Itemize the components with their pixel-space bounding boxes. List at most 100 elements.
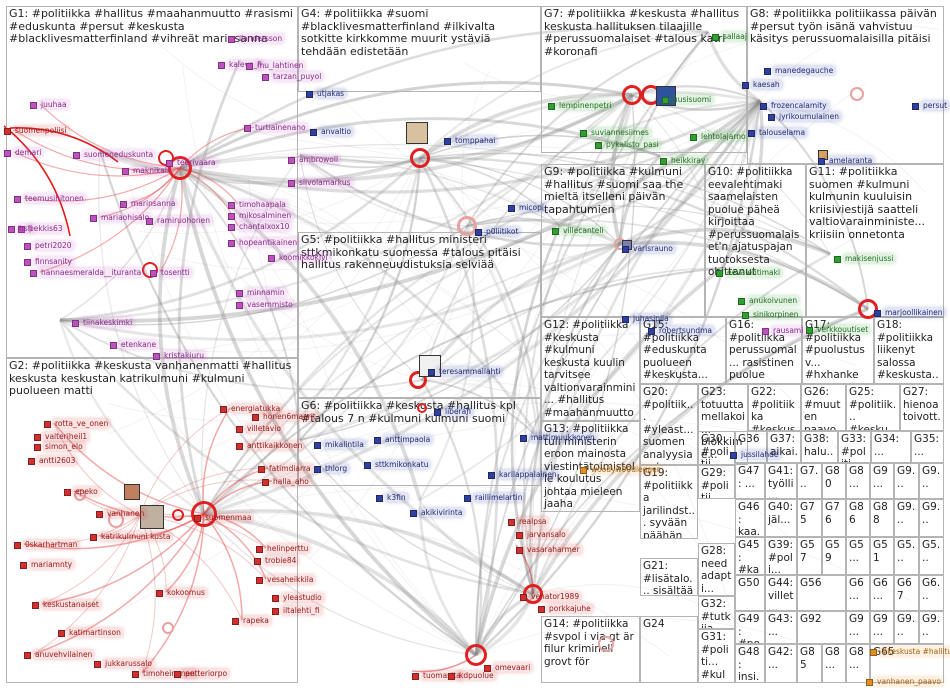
node-porkkajuhe[interactable]: porkkajuhe — [538, 604, 593, 613]
node-timohaapala[interactable]: timohaapala — [228, 200, 288, 209]
node-kaleva-fi[interactable]: kaleva_fi — [218, 60, 265, 69]
node-kdpuolue[interactable]: kdpuolue — [448, 671, 496, 680]
node-jyrikoumulainen[interactable]: jyrikoumulainen — [768, 112, 842, 121]
node-jussilahde[interactable]: jussilahde — [730, 450, 781, 459]
node-kaesah[interactable]: kaesah — [742, 80, 782, 89]
node-suomenmaa[interactable]: suomenmaa — [194, 513, 254, 522]
node-valteriheil1[interactable]: valteriheil1 — [34, 432, 90, 441]
node-yleastudio[interactable]: yleastudio — [272, 593, 324, 602]
node-utjakas[interactable]: utjakas — [306, 89, 347, 98]
node-tosentti[interactable]: tosentti — [150, 268, 192, 277]
node-teresammallahti[interactable]: teresammallahti — [428, 367, 503, 376]
node-sallaaj[interactable]: sallaaj — [712, 32, 749, 41]
node-persut[interactable]: persut — [912, 101, 950, 110]
node-rausami[interactable]: rausami — [762, 326, 806, 335]
node-teerivaara[interactable]: teerivaara — [166, 158, 218, 167]
node-finnsanity[interactable]: finnsanity — [24, 257, 74, 266]
node-marjoollikainen[interactable]: marjoollikainen — [874, 308, 945, 317]
node-raillimelartin[interactable]: raillimelartin — [464, 493, 525, 502]
node-mu-lahtinen[interactable]: mu_lahtinen — [246, 61, 306, 70]
node-petteriorpo[interactable]: petteriorpo — [174, 669, 230, 678]
node-villecanteli[interactable]: villecanteli — [552, 226, 606, 235]
node-keskustanaiset[interactable]: keskustanaiset — [32, 600, 101, 609]
node-venator1989[interactable]: venator1989 — [520, 592, 582, 601]
node-mattimuukkonen[interactable]: mattimuukkonen — [520, 433, 597, 442]
node-antti2603[interactable]: antti2603 — [28, 456, 78, 465]
node-katimartinson[interactable]: katimartinson — [58, 628, 123, 637]
node-honen6maarit[interactable]: honen6maarit — [252, 412, 318, 421]
node-jarvansalo[interactable]: jarvansalo — [516, 530, 568, 539]
node-frozencalamity[interactable]: frozencalamity — [760, 101, 829, 110]
node-jukkarussalo[interactable]: jukkarussalo — [94, 659, 154, 668]
node-anttikaikkonen[interactable]: anttikaikkonen — [236, 441, 305, 450]
node-pekkis63[interactable]: pekkis63 — [18, 224, 65, 233]
node-manedegauche[interactable]: manedegauche — [764, 66, 836, 75]
node-anuvehvilainen[interactable]: anuvehvilainen — [24, 650, 95, 659]
node-koomikkokivi[interactable]: koomikkokivi — [268, 253, 330, 262]
node-amelaranta[interactable]: amelaranta — [818, 156, 875, 165]
node-hsfi[interactable]: hsfi — [8, 224, 35, 233]
node-tuomakimutrinen[interactable]: #keskusta #hallitus — [870, 647, 950, 656]
node-hopeantikainen[interactable]: hopeantikainen — [228, 238, 300, 247]
node-p0liitikot[interactable]: p0liitikot — [475, 227, 521, 236]
node-tuomasita[interactable]: tuomasita — [412, 671, 463, 680]
node-trobie84[interactable]: trobie84 — [254, 556, 299, 565]
node-helinperttu[interactable]: helinperttu — [256, 544, 311, 553]
node-suomenpoliisi[interactable]: suomenpoliisi — [4, 126, 69, 135]
node-mariamnty[interactable]: mariamnty — [20, 560, 75, 569]
node-anukoivunen[interactable]: anukoivunen — [738, 296, 800, 305]
node-heikkiray[interactable]: heikkiray — [660, 156, 708, 165]
node-liberafi[interactable]: liberafi — [434, 407, 473, 416]
node-robertsundma[interactable]: robertsundma — [648, 326, 714, 335]
node-demari[interactable]: demari — [4, 148, 44, 157]
node-marinsanna[interactable]: marinsanna — [120, 199, 178, 208]
node-k3fin[interactable]: k3fin — [376, 493, 408, 502]
node-maknikali[interactable]: maknikali — [122, 166, 172, 175]
node-sinikorpinen[interactable]: sinikorpinen — [742, 310, 801, 319]
node-ramiruohonen[interactable]: ramiruohonen — [146, 216, 212, 225]
node-liandersson[interactable]: liandersson — [228, 34, 285, 43]
node-mikosalminen[interactable]: mikosalminen — [228, 211, 294, 220]
node-villetavio[interactable]: villetavio — [236, 424, 283, 433]
node-vesaheikkila[interactable]: vesaheikkila — [256, 575, 316, 584]
node-energiatukka[interactable]: energiatukka — [220, 404, 283, 413]
node-talouselama[interactable]: talouselama — [748, 128, 808, 137]
node-eevalehtimaki[interactable]: eevalehtimaki — [716, 268, 783, 277]
node-siivolamarkus[interactable]: siivolamarkus — [288, 178, 353, 187]
node-anttimpaola[interactable]: anttimpaola — [374, 435, 433, 444]
node-uusisuomi[interactable]: uusisuomi — [662, 95, 714, 104]
node-juhasipila[interactable]: juhasipila — [622, 314, 671, 323]
node-fatimdiarra[interactable]: fatimdiarra — [258, 464, 313, 473]
node-realpsa[interactable]: realpsa — [508, 517, 549, 526]
node-teemusihitonen[interactable]: teemusihitonen — [14, 194, 86, 203]
node-petri2020[interactable]: petri2020 — [24, 241, 74, 250]
node-iltalehti-fi[interactable]: iltalehti_fi — [272, 606, 322, 615]
node-juuhaa[interactable]: juuhaa — [30, 100, 69, 109]
node-sttkmikonkatu[interactable]: sttkmikonkatu — [364, 460, 431, 469]
node-kokoomus[interactable]: kokoomus — [156, 588, 207, 597]
node-lempinenpetri[interactable]: lempinenpetri — [548, 101, 614, 110]
node-suomeneduskunta[interactable]: suomeneduskunta — [73, 150, 156, 159]
node-turtiainenano[interactable]: turtiainenano — [244, 123, 308, 132]
node-halla-aho[interactable]: halla_aho — [262, 477, 311, 486]
node-makisenjussi[interactable]: makisenjussi — [834, 254, 896, 263]
node-kristakiuru[interactable]: kristakiuru — [153, 351, 206, 360]
node-suviannesiimes[interactable]: suviannesiimes — [580, 128, 651, 137]
node-vasaraharmer[interactable]: vasaraharmer — [516, 545, 582, 554]
node-vasemmisto[interactable]: vasemmisto — [236, 300, 295, 309]
node-epeko[interactable]: epeko — [64, 487, 100, 496]
node-verkkouutiset[interactable]: verkkouutiset — [806, 325, 871, 334]
node-akikivirinta[interactable]: akikivirinta — [410, 508, 465, 517]
node-rapeka[interactable]: rapeka — [232, 616, 271, 625]
node-simon-elo[interactable]: simon_elo — [34, 442, 85, 451]
node-micopi[interactable]: micopi — [508, 203, 546, 212]
node-ambrowoll[interactable]: ambrowoll — [288, 155, 341, 164]
node-karilappalainen[interactable]: karilappalainen — [488, 470, 559, 479]
node-katrikulmuni[interactable]: katrikulmuni kusta — [90, 532, 173, 541]
node-0skarhartman[interactable]: 0skarhartman — [14, 540, 80, 549]
node-varisrauno[interactable]: varisrauno — [622, 244, 675, 253]
node-pykalisto-pasi[interactable]: pykalisto_pasi — [595, 140, 661, 149]
node-tiinakeskimki[interactable]: tiinakeskimki — [72, 318, 135, 327]
node-tarzan-puyol[interactable]: tarzan_puyol — [262, 72, 324, 81]
node-omevaari[interactable]: omevaari — [484, 663, 533, 672]
